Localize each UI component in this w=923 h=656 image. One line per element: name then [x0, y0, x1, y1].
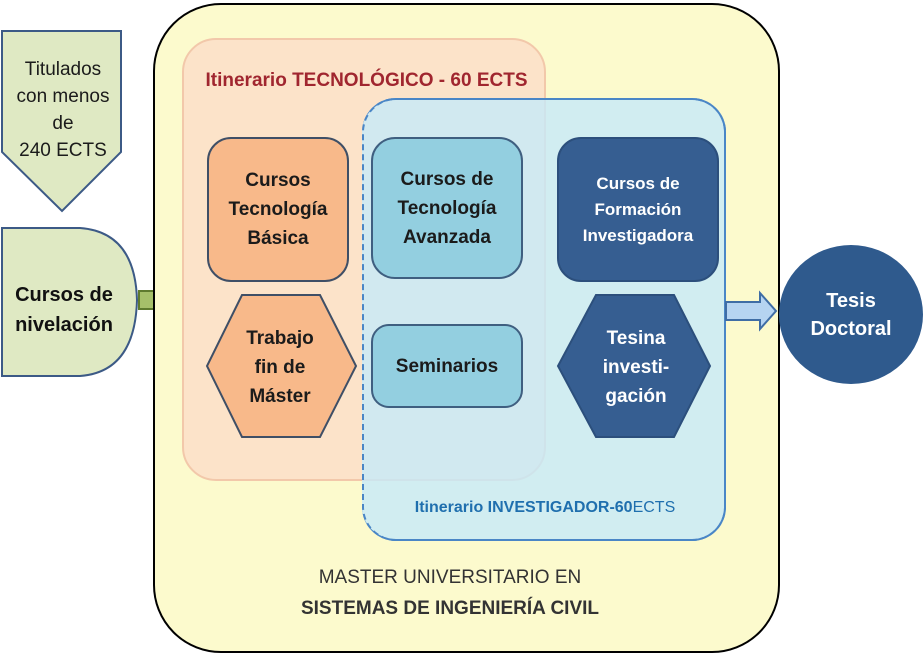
- tecnologico-title: Itinerario TECNOLÓGICO - 60 ECTS: [205, 70, 528, 91]
- seminarios-box: Seminarios: [371, 324, 523, 408]
- cursos-tecnologia-avanzada-box: Cursos de Tecnología Avanzada: [371, 137, 523, 279]
- cursos-formacion-investigadora-box: Cursos de Formación Investigadora: [557, 137, 719, 282]
- nivelacion-shape: [1, 227, 139, 377]
- cursos-nivelacion-label: Cursos de nivelación: [15, 284, 113, 336]
- titulados-arrow-shape: [1, 30, 122, 213]
- tesis-doctoral-circle: Tesis Doctoral: [779, 245, 923, 384]
- cursos-tecnologia-basica-box: Cursos Tecnología Básica: [207, 137, 349, 282]
- master-title-line1: MASTER UNIVERSITARIO EN: [318, 567, 582, 588]
- trabajo-fin-master-label: Trabajo fin de Máster: [246, 327, 314, 407]
- master-title-line2: SISTEMAS DE INGENIERÍA CIVIL: [300, 598, 600, 619]
- investigador-title: Itinerario INVESTIGADOR-60 ECTS: [390, 496, 700, 520]
- trabajo-fin-master-hexagon: [205, 294, 358, 438]
- investigador-title-bold: Itinerario INVESTIGADOR-60: [414, 499, 633, 516]
- investigador-title-rest: ECTS: [632, 499, 676, 516]
- tesina-label: Tesina investi- gación: [602, 327, 670, 407]
- tesina-hexagon: [556, 294, 712, 438]
- titulados-label: Titulados con menos de 240 ECTS: [16, 59, 110, 161]
- blue-arrow-icon: [725, 290, 778, 332]
